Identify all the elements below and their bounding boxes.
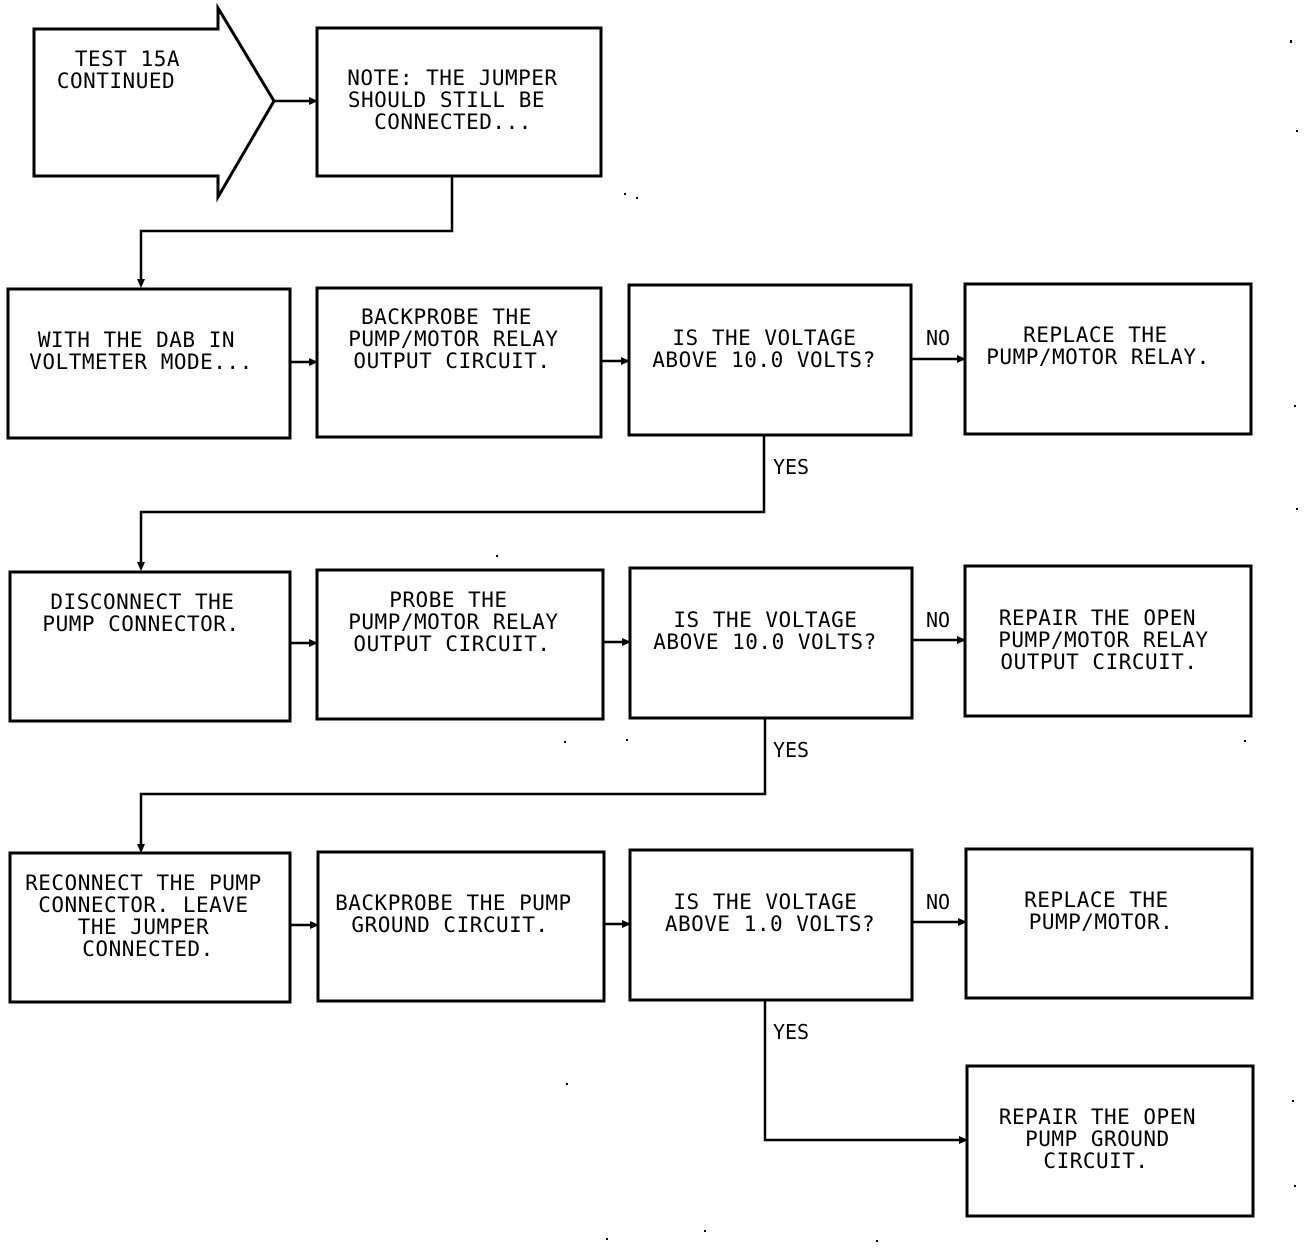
- arrowhead: [309, 97, 318, 105]
- row1-step1-box: [6, 287, 292, 440]
- connector-row1-yes: [139, 435, 766, 563]
- row1-question-box: [627, 283, 913, 437]
- row3-step2-text: BACKPROBE THE PUMP GROUND CIRCUIT.: [335, 891, 585, 937]
- arrowhead: [309, 358, 318, 366]
- row2-question-box: [628, 566, 914, 720]
- row1-step1-text: WITH THE DAB IN VOLTMETER MODE...: [29, 328, 252, 374]
- row3-step1-text: RECONNECT THE PUMP CONNECTOR. LEAVE THE …: [25, 871, 275, 961]
- row2-step2-box: [315, 568, 605, 721]
- row3-step2-box: [316, 850, 606, 1003]
- scan-noise: [496, 40, 1298, 1242]
- row2-yes-label: YES: [773, 738, 809, 762]
- row2-step1-text: DISCONNECT THE PUMP CONNECTOR.: [42, 590, 247, 636]
- arrowhead: [310, 921, 319, 929]
- row1-step2-text: BACKPROBE THE PUMP/MOTOR RELAY OUTPUT CI…: [348, 305, 571, 373]
- arrowhead: [621, 357, 630, 365]
- row3-yes-label: YES: [773, 1020, 809, 1044]
- arrowhead: [622, 638, 631, 646]
- note-box: [315, 26, 603, 178]
- row1-no-action-text: REPLACE THE PUMP/MOTOR RELAY.: [986, 323, 1209, 369]
- row2-step2-text: PROBE THE PUMP/MOTOR RELAY OUTPUT CIRCUI…: [348, 588, 571, 656]
- arrowhead: [137, 562, 145, 571]
- arrowhead: [959, 1136, 968, 1144]
- row1-question-text: IS THE VOLTAGE ABOVE 10.0 VOLTS?: [652, 326, 875, 372]
- row2-no-label: NO: [926, 608, 950, 632]
- arrowhead: [958, 918, 967, 926]
- note-text: NOTE: THE JUMPER SHOULD STILL BE CONNECT…: [347, 66, 570, 134]
- arrowhead: [957, 636, 966, 644]
- arrowhead: [309, 639, 318, 647]
- row2-step1-box: [8, 570, 292, 723]
- start-label: TEST 15A CONTINUED: [57, 47, 193, 93]
- row1-no-action-box: [963, 282, 1253, 436]
- start-arrow-shape: [32, 2, 276, 203]
- row2-question-text: IS THE VOLTAGE ABOVE 10.0 VOLTS?: [653, 608, 876, 654]
- arrowhead: [137, 844, 145, 853]
- row3-step1-box: [8, 851, 292, 1004]
- arrowhead: [137, 279, 145, 288]
- row3-question-box: [628, 848, 914, 1002]
- row3-no-action-box: [964, 847, 1254, 1000]
- arrowhead: [957, 355, 966, 363]
- connector-note-to-row1: [139, 176, 454, 280]
- row1-step2-box: [315, 286, 603, 439]
- row3-no-label: NO: [926, 890, 950, 914]
- row1-no-label: NO: [926, 326, 950, 350]
- row1-yes-label: YES: [773, 455, 809, 479]
- final-action-box: [965, 1064, 1255, 1218]
- row3-no-action-text: REPLACE THE PUMP/MOTOR.: [1024, 888, 1182, 934]
- row2-no-action-box: [963, 564, 1253, 718]
- final-action-text: REPAIR THE OPEN PUMP GROUND CIRCUIT.: [999, 1105, 1209, 1173]
- row2-no-action-text: REPAIR THE OPEN PUMP/MOTOR RELAY OUTPUT …: [998, 606, 1221, 674]
- connector-row3-yes: [763, 1000, 960, 1142]
- arrowhead: [622, 920, 631, 928]
- connector-row2-yes: [139, 718, 767, 845]
- row3-question-text: IS THE VOLTAGE ABOVE 1.0 VOLTS?: [665, 890, 875, 936]
